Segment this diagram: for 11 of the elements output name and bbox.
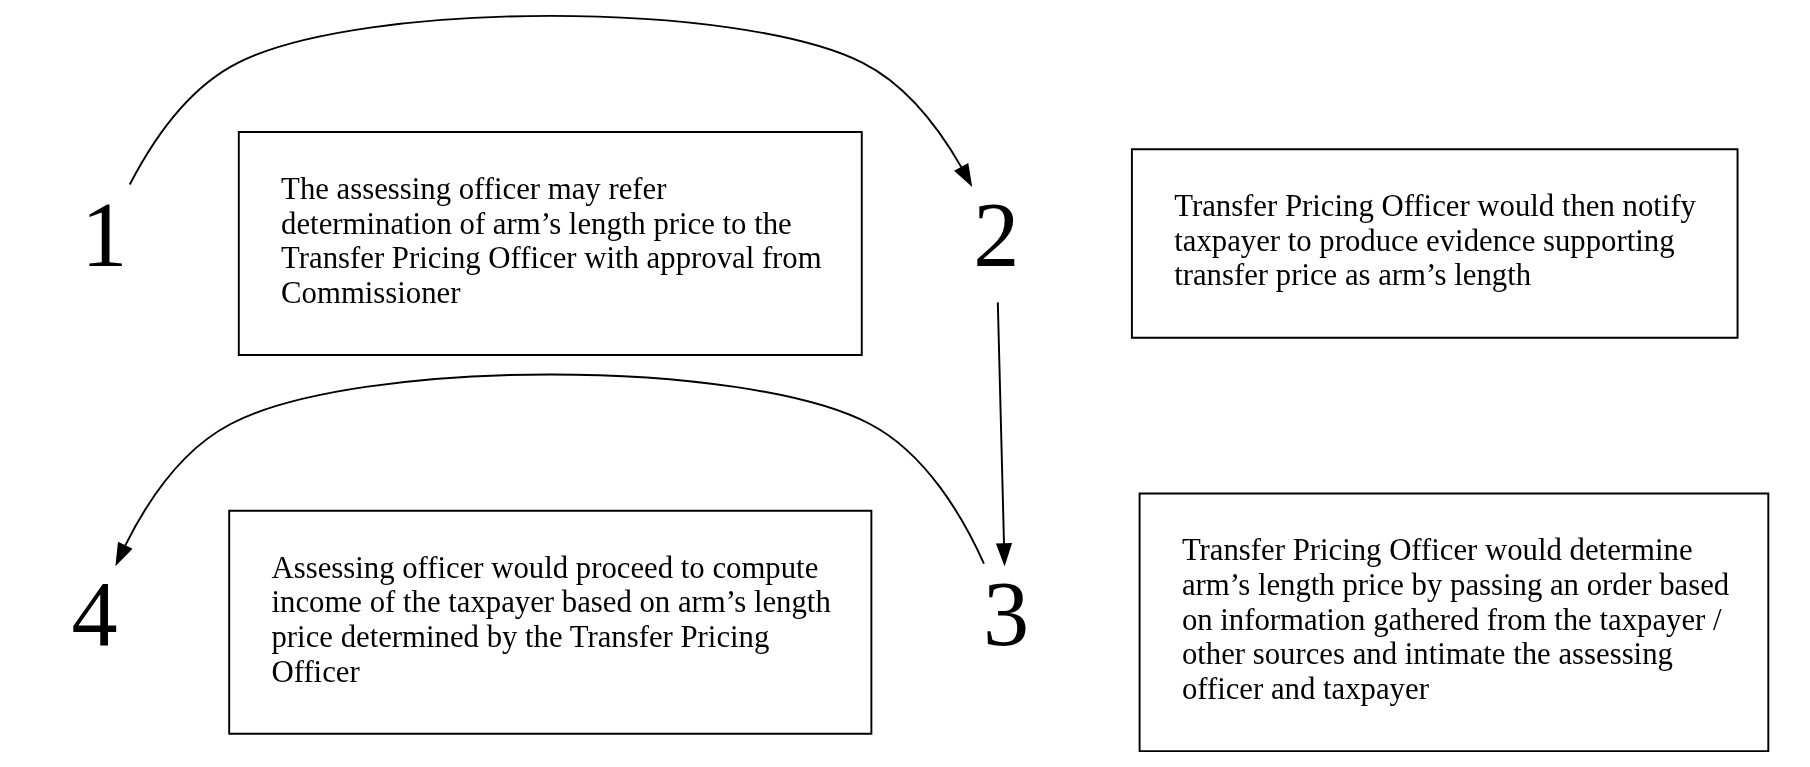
node-text: 4 [71,563,118,666]
arrow [995,301,1012,567]
node-box: Transfer Pricing Officer would then notify taxpayer to produce evidence supporting transfer price as arm’s length [1130,148,1738,339]
node-text: 3 [982,563,1029,666]
node-text: 1 [80,184,127,287]
arrow [128,14,972,188]
arrow [114,373,985,567]
node-box: Assessing officer would proceed to compute income of the taxpayer based on arm’s length price determined by the Transfer Pricing Officer [227,509,872,735]
node-text: 2 [972,184,1019,287]
node-box: The assessing officer may refer determination of arm’s length price to the Transfer Pricing Officer with approval from Commissioner [237,131,863,356]
node-box: Transfer Pricing Officer would determine arm’s length price by passing an order based on information gathered from the taxpayer / other sources and intimate the assessing officer and taxpayer [1138,492,1769,753]
